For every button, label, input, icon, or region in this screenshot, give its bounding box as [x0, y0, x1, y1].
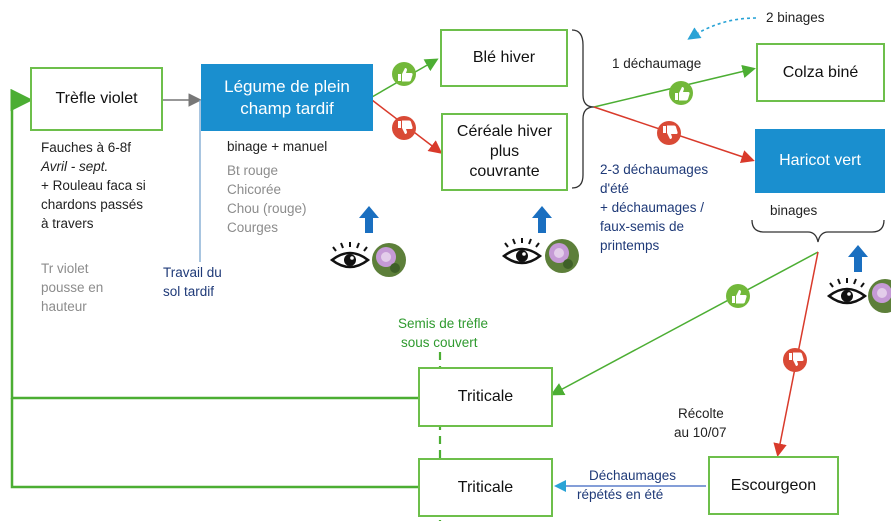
tr-text-3: hauteur [41, 298, 87, 314]
dech-ete-text: printemps [600, 237, 660, 253]
up-arrow-icon [532, 206, 552, 233]
vegetable-list: Bt rouge Chicorée Chou (rouge) Courges [227, 162, 307, 238]
node-colza-bine: Colza biné [756, 43, 885, 102]
fauches-note: Fauches à 6-8f Avril - sept. + Rouleau f… [41, 139, 146, 233]
up-arrow-icon [359, 206, 379, 233]
node-label: Triticale [457, 478, 514, 496]
dech-ete-text: + déchaumages / [600, 199, 704, 215]
node-label: Colza biné [782, 63, 859, 81]
dech-ete-text: 2-3 déchaumages [600, 162, 709, 177]
travail-sol-note: Travail du sol tardif [163, 264, 222, 302]
travail-text-2: sol tardif [163, 283, 215, 299]
node-label: Blé hiver [472, 49, 536, 66]
loop-triticale-top [10, 88, 418, 400]
eye-icon [329, 242, 371, 269]
recolte-text: Récolte [678, 406, 724, 421]
node-label: Trèfle violet [55, 90, 138, 107]
rouleau-text-2: chardons passés [41, 196, 144, 212]
rouleau-text-1: + Rouleau faca si [41, 177, 146, 193]
dechaumages-ete-note: 2-3 déchaumages d'été + déchaumages / fa… [600, 161, 708, 255]
recolte-note: Récolte au 10/07 [674, 405, 727, 443]
rouleau-text-3: à travers [41, 215, 94, 231]
loop-triticale-bottom [10, 398, 418, 489]
node-cereale-hiver: Céréale hiver plus couvrante [441, 113, 568, 191]
node-label: Céréale hiver plus couvrante [456, 123, 553, 180]
veg-item: Courges [227, 219, 279, 235]
binages-label: binages [770, 203, 818, 218]
thistle-icon [868, 279, 891, 313]
travail-text-1: Travail du [163, 265, 222, 280]
node-triticale-bottom: Triticale [418, 458, 553, 517]
veg-item: Chicorée [227, 181, 282, 197]
veg-item: Bt rouge [227, 163, 279, 178]
dech-ete-text: faux-semis de [600, 218, 685, 234]
eye-icon [501, 238, 543, 265]
semis-text: sous couvert [401, 334, 478, 350]
node-label: Escourgeon [730, 476, 817, 494]
node-label: Triticale [457, 388, 514, 405]
thumbs-up-icon [726, 284, 750, 308]
bracket-right [571, 29, 595, 189]
dech-rep-text: répétés en été [577, 486, 664, 502]
tr-violet-note: Tr violet pousse en hauteur [41, 260, 103, 317]
thumbs-down-icon [392, 116, 416, 140]
fauches-text: Fauches à 6-8f [41, 140, 132, 155]
two-binages-label: 2 binages [766, 10, 825, 25]
thumbs-down-icon [783, 348, 807, 372]
node-triticale-top: Triticale [418, 367, 553, 427]
thumbs-down-icon [657, 121, 681, 145]
recolte-text: au 10/07 [674, 424, 727, 440]
veg-item: Chou (rouge) [227, 200, 307, 216]
thumbs-up-icon [669, 81, 693, 105]
avril-text: Avril - sept. [41, 158, 109, 174]
node-escourgeon: Escourgeon [708, 456, 839, 515]
node-haricot-vert: Haricot vert [755, 129, 885, 193]
node-label: Légume de plein champ tardif [224, 77, 350, 118]
eye-icon [826, 278, 868, 305]
dech-ete-text: d'été [600, 180, 629, 196]
thistle-icon [372, 243, 406, 277]
dech-rep-text: Déchaumages [589, 468, 677, 483]
node-ble-hiver: Blé hiver [440, 29, 568, 87]
node-trefle-violet: Trèfle violet [30, 67, 163, 131]
binage-manuel-label: binage + manuel [227, 139, 328, 154]
tr-text-2: pousse en [41, 279, 104, 295]
arrow-haricot-triticale [550, 251, 819, 396]
dechaumages-repetes-note: Déchaumages répétés en été [577, 467, 676, 505]
semis-text: Semis de trèfle [398, 316, 489, 331]
tr-text-1: Tr violet [41, 261, 89, 276]
dechaumage-label: 1 déchaumage [612, 56, 702, 71]
semis-trefle-note: Semis de trèfle sous couvert [398, 315, 488, 353]
up-arrow-icon [848, 245, 868, 272]
node-label: Haricot vert [779, 152, 861, 169]
dashed-arrow-binages [687, 17, 757, 40]
bracket-haricot [751, 219, 885, 243]
node-legume-plein-champ: Légume de plein champ tardif [201, 64, 373, 131]
thistle-icon [545, 239, 579, 273]
thumbs-up-icon [392, 62, 416, 86]
